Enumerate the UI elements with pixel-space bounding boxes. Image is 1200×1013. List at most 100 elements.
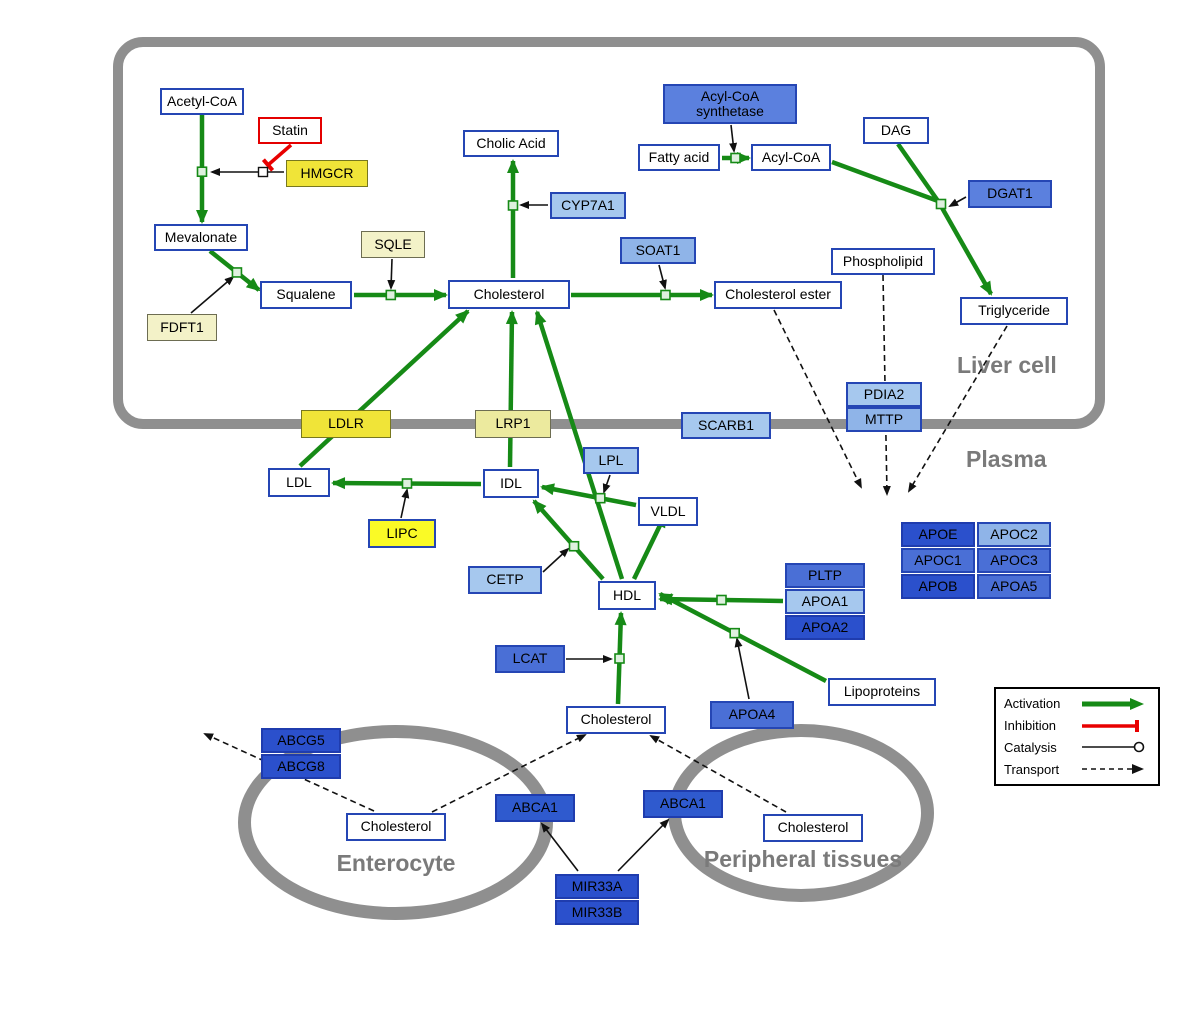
edge-acylcoasynthetase-catalysis [729,124,738,153]
node-abcg8[interactable]: ABCG8 [261,754,341,779]
edge-junction-to-triglyceride [939,204,993,296]
node-acyl_coa[interactable]: Acyl-CoA [751,144,831,171]
node-hdl[interactable]: HDL [598,581,656,610]
node-apoa5[interactable]: APOA5 [977,574,1051,599]
node-mttp[interactable]: MTTP [846,407,922,432]
reaction-node [568,540,580,552]
node-apob[interactable]: APOB [901,574,975,599]
node-ldlr[interactable]: LDLR [301,410,391,438]
reaction-node [614,653,625,664]
catalysis-circle-icon [1082,742,1145,753]
inhibition-tbar-icon [1082,719,1139,732]
node-idl[interactable]: IDL [483,469,539,498]
node-pltp[interactable]: PLTP [785,563,865,588]
node-dgat1[interactable]: DGAT1 [968,180,1052,208]
node-cholic_acid[interactable]: Cholic Acid [463,130,559,157]
edge-hdl-to-cholesterol [534,310,625,580]
node-chol_periph[interactable]: Cholesterol [763,814,863,842]
edge-acylcoa-to-junction [831,159,939,204]
node-lpl[interactable]: LPL [583,447,639,474]
node-lcat[interactable]: LCAT [495,645,565,673]
edge-mir33-to-abca1-right [617,818,670,872]
reaction-node [730,152,741,164]
edge-lpl-catalysis [602,474,611,494]
node-sqle[interactable]: SQLE [361,231,425,258]
node-dag[interactable]: DAG [863,117,929,144]
node-soat1[interactable]: SOAT1 [620,237,696,264]
node-mevalonate[interactable]: Mevalonate [154,224,248,251]
legend-box: Activation Inhibition Catalysis Transpor… [994,687,1160,786]
edge-sqle-catalysis [387,258,396,290]
node-fdft1[interactable]: FDFT1 [147,314,217,341]
node-apoc1[interactable]: APOC1 [901,548,975,573]
node-abca1_l[interactable]: ABCA1 [495,794,575,822]
node-apoe[interactable]: APOE [901,522,975,547]
legend-transport-label: Transport [1004,761,1060,777]
node-mir33a[interactable]: MIR33A [555,874,639,899]
node-phospholipid[interactable]: Phospholipid [831,248,935,275]
node-lipc[interactable]: LIPC [368,519,436,548]
reaction-node [385,289,397,301]
reaction-node [716,594,727,606]
node-fatty_acid[interactable]: Fatty acid [638,144,720,171]
node-apoa4[interactable]: APOA4 [710,701,794,729]
node-cetp[interactable]: CETP [468,566,542,594]
node-chol_ester[interactable]: Cholesterol ester [714,281,842,309]
node-cyp7a1[interactable]: CYP7A1 [550,192,626,219]
enterocyte-label: Enterocyte [336,850,456,876]
node-mir33b[interactable]: MIR33B [555,900,639,925]
reaction-node [231,267,243,278]
edge-idl-to-cholesterol [505,310,518,468]
node-cholesterol_liver[interactable]: Cholesterol [448,280,570,309]
node-apoa1[interactable]: APOA1 [785,589,865,614]
node-abcg5[interactable]: ABCG5 [261,728,341,753]
edge-lipc-catalysis [400,488,410,519]
node-acetyl_coa[interactable]: Acetyl-CoA [160,88,244,115]
legend-inhibition-label: Inhibition [1004,718,1057,734]
edge-hdl-to-idl [532,499,605,581]
node-scarb1[interactable]: SCARB1 [681,412,771,439]
edge-cholesterolester-transport [773,309,862,489]
node-lipoproteins[interactable]: Lipoproteins [828,678,936,706]
node-lrp1[interactable]: LRP1 [475,410,551,438]
node-chol_plasma[interactable]: Cholesterol [566,706,666,734]
liver-cell-label: Liver cell [957,352,1057,378]
node-apoa2[interactable]: APOA2 [785,615,865,640]
reaction-node [196,166,208,178]
legend-item-activation: Activation [1004,696,1150,712]
edge-cetp-catalysis [542,547,570,573]
node-pdia2[interactable]: PDIA2 [846,382,922,407]
edge-triglyceride-transport [907,325,1008,493]
edge-peripheral-to-plasma [649,735,787,813]
reaction-node [401,478,413,489]
transport-dashed-arrow-icon [1082,764,1144,775]
catalysis-port [257,166,269,178]
liver-cell-compartment [113,37,1105,429]
edge-lipoproteins-to-hdl [658,592,828,683]
node-ldl[interactable]: LDL [268,468,330,497]
activation-arrow-icon [1082,697,1144,710]
edge-statin-inhibition [261,143,293,172]
reaction-node [594,492,606,504]
plasma-label: Plasma [966,446,1047,472]
node-hmgcr[interactable]: HMGCR [286,160,368,187]
node-chol_entero[interactable]: Cholesterol [346,813,446,841]
legend-item-inhibition: Inhibition [1004,718,1150,734]
node-statin[interactable]: Statin [258,117,322,144]
node-acs[interactable]: Acyl-CoA synthetase [663,84,797,124]
legend-activation-label: Activation [1004,696,1061,712]
node-apoc3[interactable]: APOC3 [977,548,1051,573]
edge-enterocyte-to-plasma [431,734,587,813]
node-triglyceride[interactable]: Triglyceride [960,297,1068,325]
node-squalene[interactable]: Squalene [260,281,352,309]
edge-fdft1-catalysis [190,275,235,314]
node-vldl[interactable]: VLDL [638,497,698,526]
node-abca1_r[interactable]: ABCA1 [643,790,723,818]
legend-item-transport: Transport [1004,761,1150,777]
edge-dgat1-catalysis [948,196,967,207]
legend-item-catalysis: Catalysis [1004,739,1150,755]
node-apoc2[interactable]: APOC2 [977,522,1051,547]
edge-phospholipid-transport [882,274,891,496]
